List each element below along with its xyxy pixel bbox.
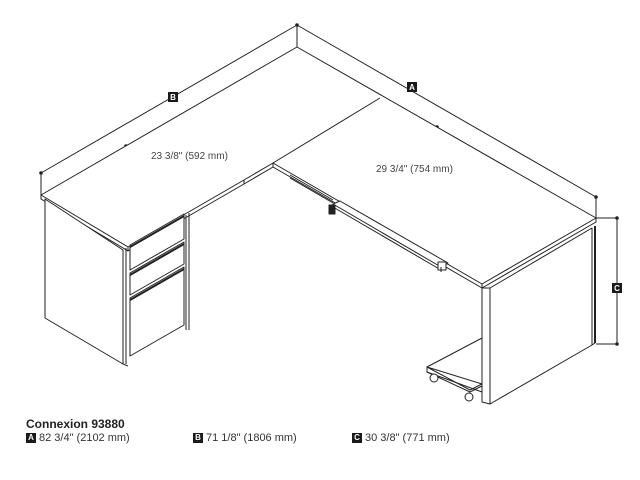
svg-text:B: B bbox=[170, 93, 176, 102]
right-side-panel bbox=[481, 226, 596, 405]
l-desk-diagram: B A C 23 3/8" (592 mm) 29 3/4" (754 mm) bbox=[39, 23, 622, 405]
spec-caption: Connexion 93880 A 82 3/4" (2102 mm) B 71… bbox=[26, 416, 626, 448]
product-title: Connexion 93880 bbox=[26, 417, 125, 431]
badge-b: B bbox=[168, 92, 178, 102]
spec-a-value: 82 3/4" (2102 mm) bbox=[39, 432, 130, 444]
spec-a: A 82 3/4" (2102 mm) bbox=[26, 432, 130, 444]
cpu-platform bbox=[426, 337, 483, 402]
spec-b-value: 71 1/8" (1806 mm) bbox=[206, 432, 297, 444]
spec-b: B 71 1/8" (1806 mm) bbox=[193, 432, 297, 444]
dimension-a-line bbox=[295, 23, 598, 218]
spec-c: C 30 3/8" (771 mm) bbox=[352, 432, 450, 444]
badge-a-icon: A bbox=[26, 433, 36, 443]
spec-row: A 82 3/4" (2102 mm) B 71 1/8" (1806 mm) … bbox=[26, 432, 626, 448]
badge-a: A bbox=[407, 82, 417, 92]
badge-c: C bbox=[612, 283, 622, 293]
keyboard-tray bbox=[289, 174, 449, 272]
depth-left-label: 23 3/8" (592 mm) bbox=[151, 151, 228, 162]
dimension-c-line bbox=[596, 216, 619, 346]
spec-c-value: 30 3/8" (771 mm) bbox=[365, 432, 450, 444]
badge-b-icon: B bbox=[193, 433, 203, 443]
depth-right-label: 29 3/4" (754 mm) bbox=[376, 164, 453, 175]
svg-text:A: A bbox=[409, 83, 415, 92]
desk-top bbox=[40, 46, 597, 289]
file-pedestal bbox=[44, 198, 190, 367]
badge-c-icon: C bbox=[352, 433, 362, 443]
svg-text:C: C bbox=[614, 284, 620, 293]
